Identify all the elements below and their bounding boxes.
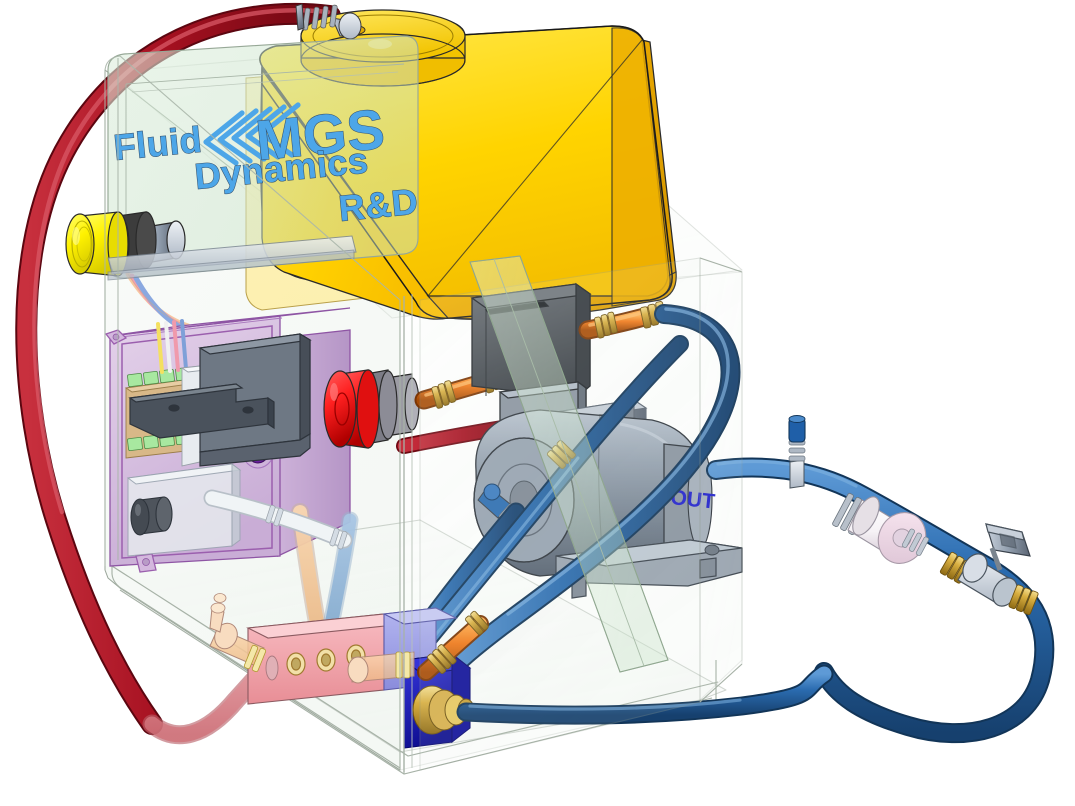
chevron-stack-logo: [203, 102, 301, 166]
ball-valve[interactable]: [957, 523, 1031, 610]
brass-fitting-valve-outlet: [1008, 584, 1039, 616]
tank-inlet-elbow-fitting: [295, 3, 362, 40]
internal-wiring: [156, 319, 188, 374]
acrylic-left-wall-outline: [104, 55, 401, 770]
heatsink-bracket: [128, 332, 312, 467]
inline-filter: [832, 493, 929, 564]
branch-tee[interactable]: [788, 415, 806, 489]
branding-line-3: R&D: [337, 181, 420, 229]
internal-support-rail: [107, 235, 357, 281]
wordmark-mgs: MGS: [253, 97, 388, 172]
manifold-center-fitting: [347, 651, 415, 684]
lower-sub-enclosure: [126, 463, 242, 557]
branding-line-1: Fluid: [112, 119, 204, 168]
red-hose: [15, 2, 341, 735]
adjustment-knob[interactable]: [130, 496, 173, 536]
manifold-inlet-fitting: [209, 593, 267, 673]
white-flex-hose: [203, 489, 353, 550]
acrylic-front-overlay: [403, 255, 743, 772]
